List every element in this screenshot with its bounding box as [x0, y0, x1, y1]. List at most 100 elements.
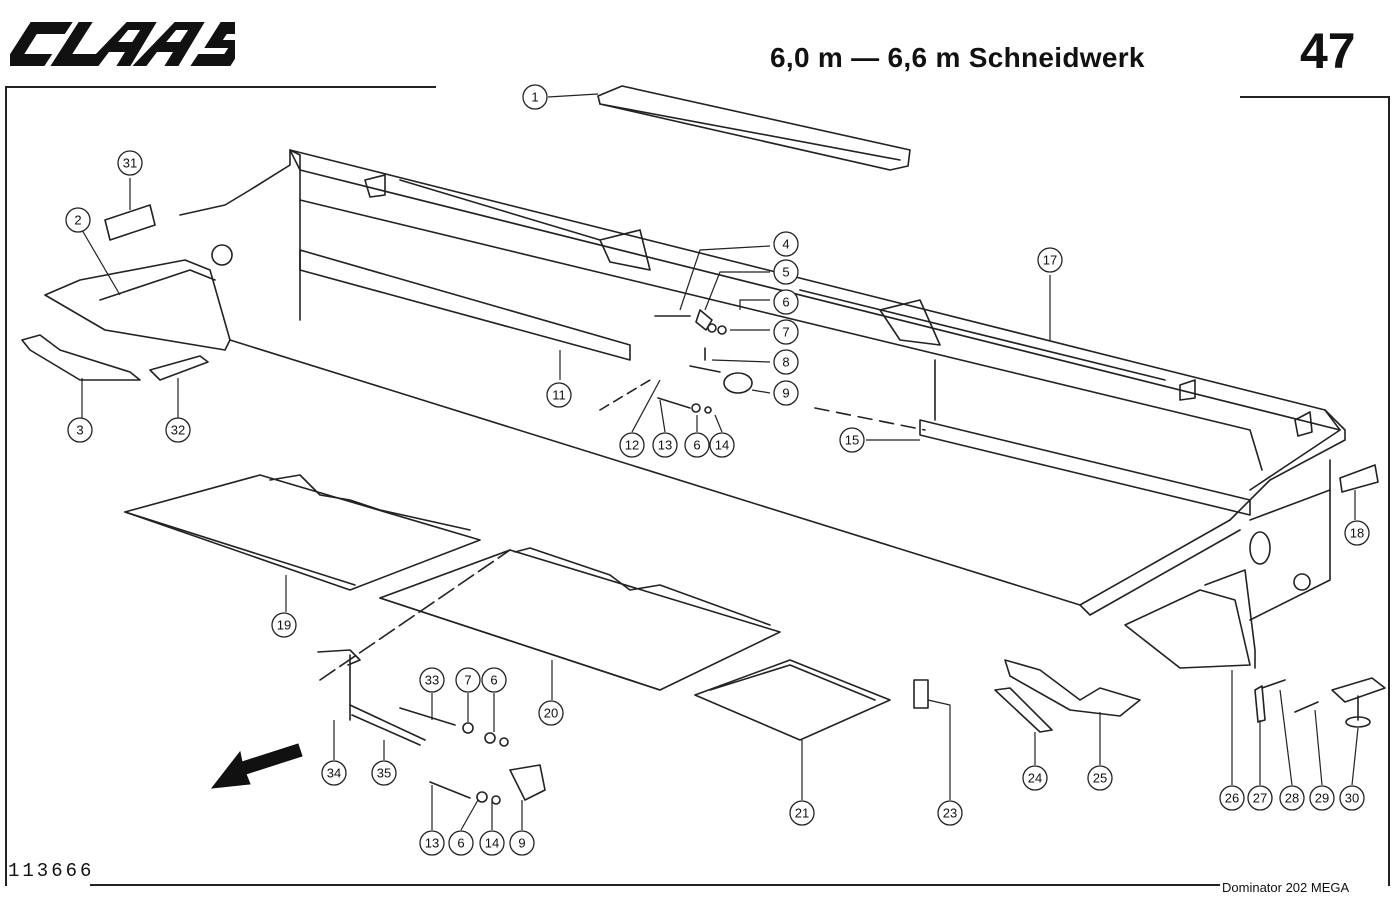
hardware-group-upper — [654, 309, 753, 414]
callout-circle — [652, 432, 678, 458]
callout-circle — [1219, 785, 1245, 811]
callout-circle — [789, 800, 815, 826]
callout-label: 19 — [277, 618, 291, 633]
callout-label: 20 — [544, 706, 558, 721]
machine-model: Dominator 202 MEGA — [1222, 880, 1350, 895]
callout-9: 9 — [509, 830, 535, 856]
callout-label: 9 — [518, 836, 525, 851]
callout-label: 4 — [782, 237, 789, 252]
callout-circle — [1279, 785, 1305, 811]
callout-circle — [1344, 520, 1370, 546]
callout-circle — [773, 289, 799, 315]
callout-circle — [321, 760, 347, 786]
callout-6: 6 — [448, 830, 474, 856]
callout-9: 9 — [773, 380, 799, 406]
callout-circle — [839, 427, 865, 453]
callout-circle — [1247, 785, 1273, 811]
callout-label: 5 — [782, 265, 789, 280]
callout-circle — [619, 432, 645, 458]
callout-8: 8 — [773, 349, 799, 375]
callout-17: 17 — [1037, 247, 1063, 273]
callout-30: 30 — [1339, 785, 1365, 811]
callout-4: 4 — [773, 231, 799, 257]
callout-label: 14 — [485, 836, 499, 851]
callout-label: 6 — [782, 295, 789, 310]
callout-6: 6 — [481, 667, 507, 693]
header-rule-right — [1240, 96, 1390, 98]
header-frame — [179, 149, 1346, 621]
callout-label: 8 — [782, 355, 789, 370]
part-19-floor-panel — [124, 474, 481, 591]
callout-2: 2 — [65, 207, 91, 233]
callout-circle — [1037, 247, 1063, 273]
callout-circle — [937, 800, 963, 826]
frame-left — [5, 86, 7, 886]
callout-label: 23 — [943, 806, 957, 821]
callout-label: 13 — [425, 836, 439, 851]
callout-circle — [455, 667, 481, 693]
document-number: 113666 — [8, 860, 95, 882]
callout-label: 12 — [625, 438, 639, 453]
callout-circle — [538, 700, 564, 726]
callout-circle — [546, 382, 572, 408]
callout-19: 19 — [271, 612, 297, 638]
header-rule-left — [6, 86, 436, 88]
part-28-rod — [1261, 679, 1286, 689]
callout-circle — [65, 207, 91, 233]
callout-7: 7 — [773, 319, 799, 345]
part-31-bracket — [104, 204, 156, 241]
callout-circle — [67, 417, 93, 443]
callout-circle — [1022, 765, 1048, 791]
callout-label: 26 — [1225, 791, 1239, 806]
callout-27: 27 — [1247, 785, 1273, 811]
callout-circle — [709, 432, 735, 458]
callout-14: 14 — [709, 432, 735, 458]
callout-33: 33 — [419, 667, 445, 693]
callout-5: 5 — [773, 259, 799, 285]
callout-circle — [773, 259, 799, 285]
callout-26: 26 — [1219, 785, 1245, 811]
callout-circle — [165, 417, 191, 443]
callout-25: 25 — [1087, 765, 1113, 791]
callout-circle — [684, 432, 710, 458]
callout-label: 21 — [795, 806, 809, 821]
callout-label: 7 — [782, 325, 789, 340]
callout-label: 7 — [464, 673, 471, 688]
callout-circle — [1087, 765, 1113, 791]
callout-15: 15 — [839, 427, 865, 453]
callout-label: 30 — [1345, 791, 1359, 806]
callout-circle — [117, 150, 143, 176]
callout-11: 11 — [546, 382, 572, 408]
part-2-left-side-plate — [44, 244, 233, 351]
callout-13: 13 — [652, 432, 678, 458]
callout-label: 2 — [74, 213, 81, 228]
callout-label: 32 — [171, 423, 185, 438]
callout-34: 34 — [321, 760, 347, 786]
callout-31: 31 — [117, 150, 143, 176]
part-30-support — [1331, 677, 1386, 728]
callout-circle — [522, 84, 548, 110]
callout-13: 13 — [419, 830, 445, 856]
callout-circle — [509, 830, 535, 856]
part-25-skid — [1004, 659, 1141, 717]
callout-label: 33 — [425, 673, 439, 688]
callout-circle — [371, 760, 397, 786]
callout-label: 1 — [531, 90, 538, 105]
callout-label: 11 — [552, 388, 566, 403]
page-title: 6,0 m — 6,6 m Schneidwerk — [770, 42, 1145, 73]
callout-6: 6 — [684, 432, 710, 458]
callout-circle — [271, 612, 297, 638]
callout-circle — [419, 830, 445, 856]
callout-label: 9 — [782, 386, 789, 401]
part-20-floor-panel — [379, 547, 781, 691]
part-1-top-cover — [597, 85, 911, 171]
callout-32: 32 — [165, 417, 191, 443]
part-29-spring — [1294, 701, 1319, 713]
part-26-right-side-plate — [1124, 531, 1311, 669]
callout-3: 3 — [67, 417, 93, 443]
callout-circle — [773, 349, 799, 375]
frame-right — [1388, 96, 1390, 886]
claas-logo — [10, 22, 235, 66]
part-18-clip — [1339, 464, 1379, 493]
